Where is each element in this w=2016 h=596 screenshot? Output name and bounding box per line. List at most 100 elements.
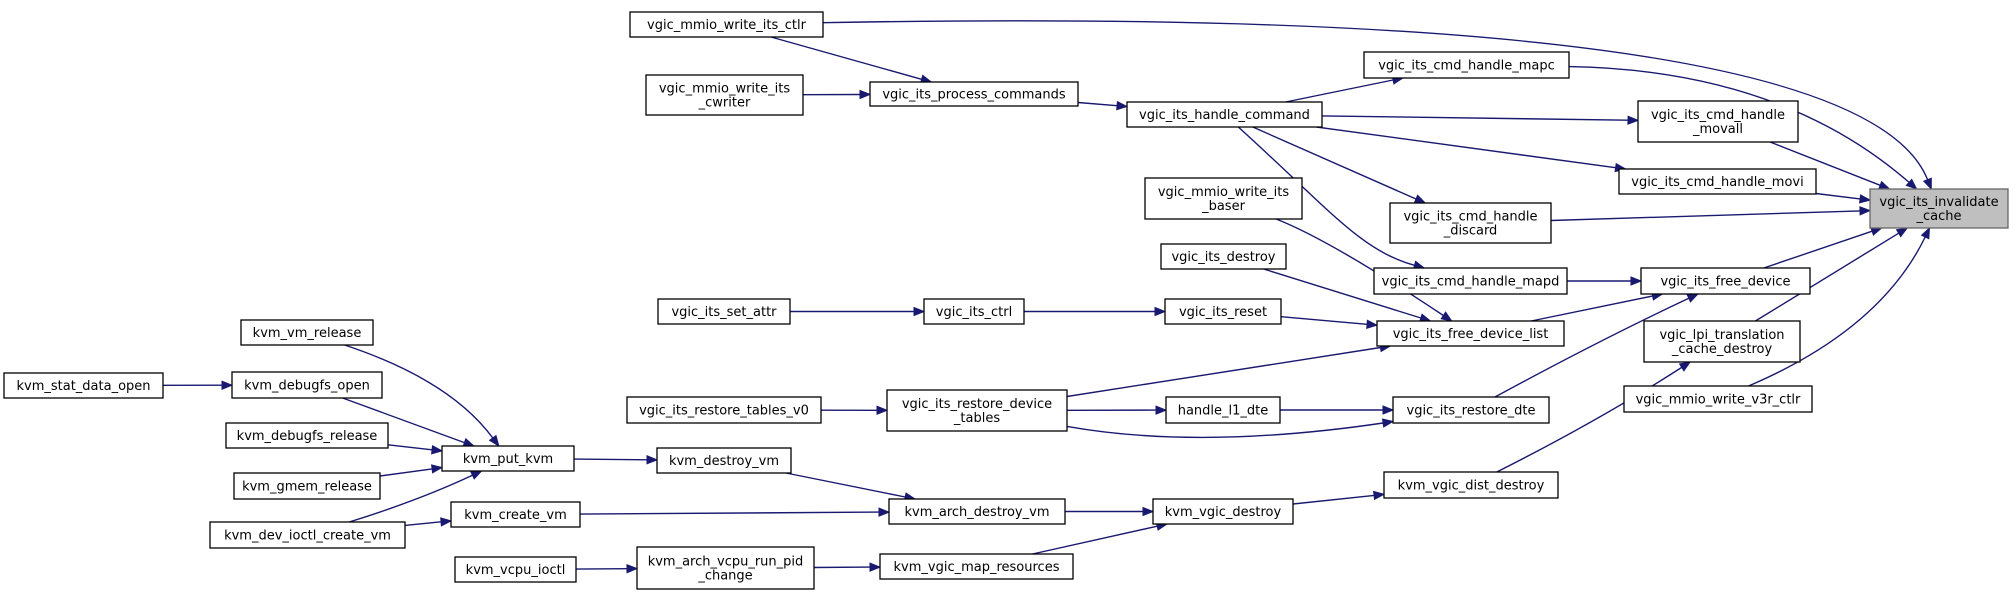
node-handle-mapd[interactable]: vgic_its_cmd_handle_mapd xyxy=(1373,267,1568,295)
node-box xyxy=(626,396,822,424)
edge-restore-device-tables-to-handle-l1-dte xyxy=(1066,405,1168,415)
node-box xyxy=(441,445,575,472)
edge-line xyxy=(1285,79,1394,103)
node-label: kvm_put_kvm xyxy=(463,452,553,467)
node-kvm-arch-destroy-vm[interactable]: kvm_arch_destroy_vm xyxy=(888,498,1066,525)
edge-kvm-put-kvm-to-kvm-destroy-vm xyxy=(573,455,659,465)
edge-handle-command-to-handle-movall xyxy=(1321,115,1640,125)
node-kvm-destroy-vm[interactable]: kvm_destroy_vm xyxy=(656,447,792,474)
node-box xyxy=(1160,243,1287,270)
arrowhead xyxy=(1627,115,1640,125)
node-box xyxy=(3,372,164,399)
node-handle-movi[interactable]: vgic_its_cmd_handle_movi xyxy=(1618,168,1817,195)
node-handle-l1-dte[interactable]: handle_l1_dte xyxy=(1165,396,1281,424)
arrowhead xyxy=(626,563,639,574)
node-kvm-arch-vcpu-run-pid-change[interactable]: kvm_arch_vcpu_run_pid_change xyxy=(636,546,815,590)
edge-kvm-gmem-release-to-kvm-put-kvm xyxy=(379,464,444,477)
arrowhead xyxy=(1116,100,1129,111)
node-its-set-attr[interactable]: vgic_its_set_attr xyxy=(657,298,791,325)
edge-line xyxy=(1321,115,1629,121)
node-free-device-list[interactable]: vgic_its_free_device_list xyxy=(1376,320,1565,347)
arrowhead xyxy=(1440,311,1453,322)
node-label: vgic_its_handle_command xyxy=(1139,108,1310,123)
node-kvm-gmem-release[interactable]: kvm_gmem_release xyxy=(233,472,381,500)
node-write-its-baser[interactable]: vgic_mmio_write_its_baser xyxy=(1144,177,1303,220)
node-handle-discard[interactable]: vgic_its_cmd_handle_discard xyxy=(1389,202,1552,244)
edge-kvm-destroy-vm-to-kvm-arch-destroy-vm xyxy=(785,472,917,502)
node-box xyxy=(923,298,1025,325)
edge-free-device-list-to-free-device xyxy=(1531,291,1664,322)
edge-line xyxy=(1769,141,1881,186)
node-kvm-create-vm[interactable]: kvm_create_vm xyxy=(450,501,581,528)
arrowhead xyxy=(913,306,926,317)
node-handle-command[interactable]: vgic_its_handle_command xyxy=(1126,101,1323,128)
arrowhead xyxy=(488,434,500,448)
arrowhead xyxy=(1895,227,1909,238)
node-process-commands[interactable]: vgic_its_process_commands xyxy=(869,81,1079,107)
node-kvm-vgic-map-resources[interactable]: kvm_vgic_map_resources xyxy=(879,553,1074,580)
node-label: vgic_its_restore_device xyxy=(902,397,1052,412)
node-lpi-cache-destroy[interactable]: vgic_lpi_translation_cache_destroy xyxy=(1643,320,1801,363)
node-label: kvm_vcpu_ioctl xyxy=(466,563,566,578)
node-its-ctrl[interactable]: vgic_its_ctrl xyxy=(923,298,1025,325)
node-kvm-dev-ioctl-create-vm[interactable]: kvm_dev_ioctl_create_vm xyxy=(209,521,406,549)
node-root[interactable]: vgic_its_invalidate_cache xyxy=(1869,188,2009,229)
node-its-reset[interactable]: vgic_its_reset xyxy=(1164,298,1282,325)
edge-line xyxy=(1263,268,1422,319)
node-label: vgic_mmio_write_its xyxy=(1158,185,1289,200)
node-label: vgic_its_set_attr xyxy=(671,305,777,320)
node-label: vgic_mmio_write_its xyxy=(659,82,790,97)
node-box xyxy=(1869,188,2009,229)
node-label: kvm_vgic_dist_destroy xyxy=(1398,479,1545,494)
node-handle-movall[interactable]: vgic_its_cmd_handle_movall xyxy=(1637,100,1799,143)
node-kvm-vcpu-ioctl[interactable]: kvm_vcpu_ioctl xyxy=(454,556,577,583)
node-label: vgic_its_ctrl xyxy=(936,305,1012,320)
node-write-its-ctlr[interactable]: vgic_mmio_write_its_ctlr xyxy=(629,11,824,38)
node-kvm-debugfs-open[interactable]: kvm_debugfs_open xyxy=(231,371,383,399)
node-box xyxy=(886,389,1068,432)
node-box xyxy=(1640,267,1811,295)
node-handle-mapc[interactable]: vgic_its_cmd_handle_mapc xyxy=(1363,51,1570,79)
node-box xyxy=(888,498,1066,525)
arrowhead xyxy=(869,562,882,572)
node-kvm-debugfs-release[interactable]: kvm_debugfs_release xyxy=(225,422,389,449)
arrowhead xyxy=(1877,180,1891,190)
edges-layer xyxy=(162,20,1932,574)
edge-line xyxy=(1815,192,1861,200)
node-box xyxy=(225,422,389,449)
node-kvm-put-kvm[interactable]: kvm_put_kvm xyxy=(441,445,575,472)
node-vgic-dist-destroy[interactable]: kvm_vgic_dist_destroy xyxy=(1383,471,1559,499)
node-restore-tables-v0[interactable]: vgic_its_restore_tables_v0 xyxy=(626,396,822,424)
node-restore-device-tables[interactable]: vgic_its_restore_device_tables xyxy=(886,389,1068,432)
edge-line xyxy=(379,468,433,477)
edge-write-its-baser-to-free-device-list xyxy=(1275,218,1453,322)
node-box xyxy=(1165,396,1281,424)
node-label: kvm_debugfs_release xyxy=(237,429,378,444)
node-free-device[interactable]: vgic_its_free_device xyxy=(1640,267,1811,295)
arrowhead xyxy=(859,89,872,100)
node-kvm-vm-release[interactable]: kvm_vm_release xyxy=(240,319,374,346)
node-write-its-cwriter[interactable]: vgic_mmio_write_its_cwriter xyxy=(645,74,804,116)
arrowhead xyxy=(1859,194,1872,204)
edge-write-v3r-ctlr-to-root xyxy=(1748,226,1931,387)
node-kvm-vgic-destroy[interactable]: kvm_vgic_destroy xyxy=(1152,498,1294,525)
edge-line xyxy=(1755,232,1900,322)
node-box xyxy=(1126,101,1323,128)
node-box xyxy=(209,521,406,549)
node-its-destroy[interactable]: vgic_its_destroy xyxy=(1160,243,1287,270)
node-kvm-stat-data-open[interactable]: kvm_stat_data_open xyxy=(3,372,164,399)
node-write-v3r-ctlr[interactable]: vgic_mmio_write_v3r_ctlr xyxy=(1623,385,1813,413)
arrowhead xyxy=(431,464,444,474)
node-label: vgic_its_restore_tables_v0 xyxy=(639,404,809,419)
arrowhead xyxy=(1413,194,1427,204)
arrowhead xyxy=(431,445,444,455)
edge-write-its-ctlr-to-root xyxy=(822,20,1932,191)
arrowhead xyxy=(1382,405,1395,415)
node-label: kvm_arch_destroy_vm xyxy=(905,505,1050,520)
edge-line xyxy=(1568,65,1910,183)
node-restore-dte[interactable]: vgic_its_restore_dte xyxy=(1392,396,1550,424)
arrowhead xyxy=(221,380,234,390)
edge-line xyxy=(1275,218,1444,317)
node-box xyxy=(656,447,792,474)
edge-line xyxy=(822,20,1929,180)
